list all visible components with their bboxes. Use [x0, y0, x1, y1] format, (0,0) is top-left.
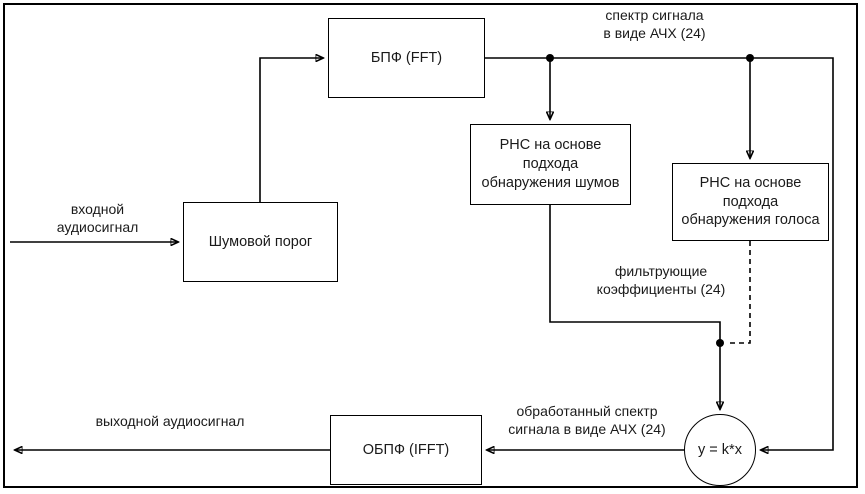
label-input-signal-line1: входной [70, 201, 125, 217]
node-rnc-noise-line3: обнаружения шумов [481, 174, 620, 191]
label-filter-coefficients-line1: фильтрующие [614, 263, 708, 279]
node-multiplier-label: y = k*x [698, 441, 742, 458]
label-spectrum-line1: спектр сигнала [605, 7, 704, 23]
node-ifft-label: ОБПФ (IFFT) [362, 441, 450, 458]
node-rnc-voice-line1: РНС на основе [699, 174, 802, 191]
label-spectrum-line2: в виде АЧХ (24) [603, 24, 706, 41]
node-rnc-voice-line3: обнаружения голоса [681, 212, 820, 229]
node-rnc-voice-line2: подхода [722, 193, 779, 210]
node-rnc-voice-detection: РНС на основе подхода обнаружения голоса [672, 163, 829, 241]
label-input-signal-line2: аудиосигнал [56, 218, 139, 235]
node-noise-threshold-label: Шумовой порог [208, 233, 313, 250]
wire-threshold-to-fft [259, 58, 323, 202]
label-processed-spectrum-line1: обработанный спектр [516, 403, 658, 419]
label-output-signal: выходной аудиосигнал [85, 413, 255, 431]
node-rnc-noise-detection: РНС на основе подхода обнаружения шумов [470, 124, 631, 205]
node-multiplier: y = k*x [684, 414, 756, 486]
node-fft-label: БПФ (FFT) [370, 49, 443, 66]
junction-dot-coeffs [716, 339, 724, 347]
node-ifft: ОБПФ (IFFT) [330, 415, 482, 485]
label-processed-spectrum: обработанный спектр сигнала в виде АЧХ (… [498, 403, 676, 438]
wire-rnc-voice-dashed [727, 241, 751, 344]
node-rnc-noise-line2: подхода [522, 156, 579, 173]
label-filter-coefficients: фильтрующие коэффициенты (24) [580, 263, 742, 298]
label-filter-coefficients-line2: коэффициенты (24) [596, 280, 726, 297]
wire-fft-spectrum-to-multiplier [485, 57, 834, 450]
node-noise-threshold: Шумовой порог [183, 202, 338, 282]
label-spectrum: спектр сигнала в виде АЧХ (24) [572, 7, 737, 42]
junction-dot-spectrum-1 [546, 54, 554, 62]
node-rnc-noise-line1: РНС на основе [499, 137, 602, 154]
junction-dot-spectrum-2 [746, 54, 754, 62]
node-fft: БПФ (FFT) [328, 18, 485, 98]
label-processed-spectrum-line2: сигнала в виде АЧХ (24) [508, 420, 666, 437]
wire-rnc-noise-to-multiplier [549, 205, 720, 409]
label-output-signal-text: выходной аудиосигнал [95, 413, 245, 429]
label-input-signal: входной аудиосигнал [40, 201, 155, 236]
